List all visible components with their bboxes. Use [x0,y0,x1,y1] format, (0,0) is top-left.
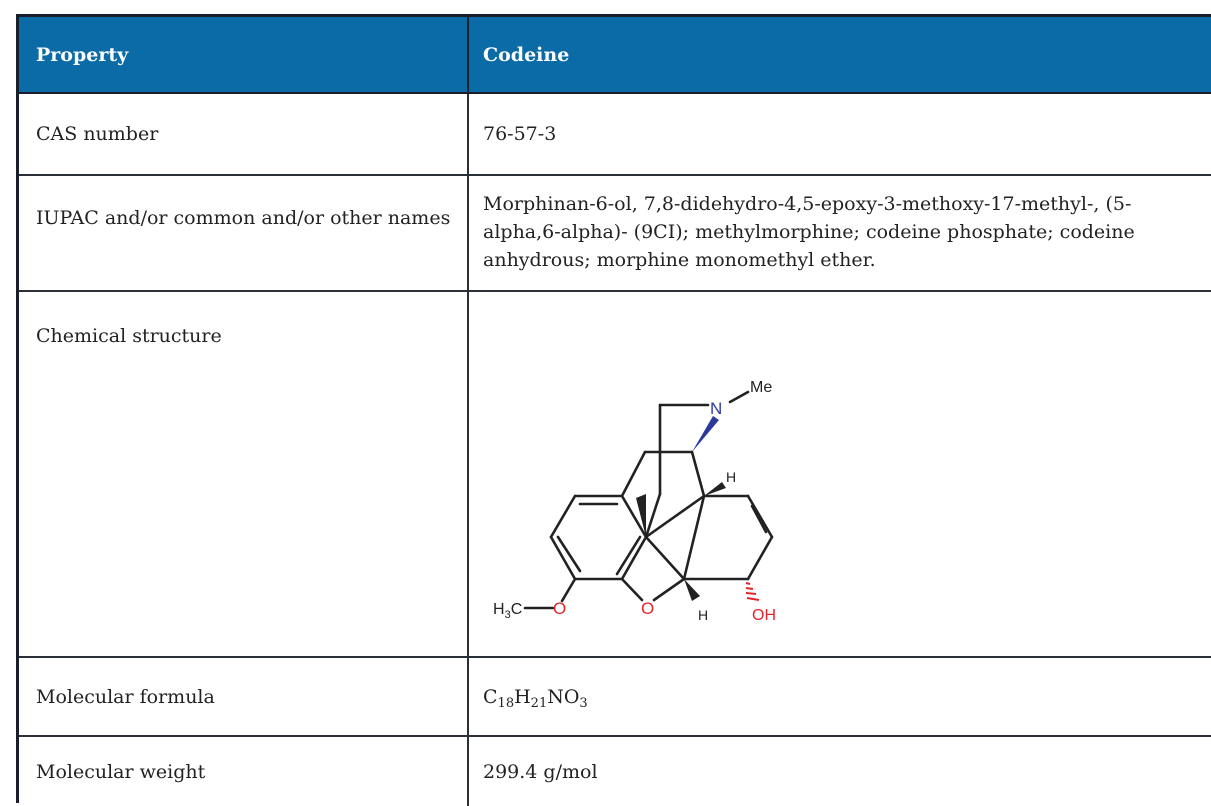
cas-value-text: 76-57-3 [483,123,557,145]
atom-o-ring: O [641,599,654,618]
formula-h-count: 21 [530,695,548,711]
h-top-wedge-bond [704,482,726,496]
names-label: IUPAC and/or common and/or other names [19,176,467,290]
names-value: Morphinan-6-ol, 7,8-didehydro-4,5-epoxy-… [469,176,1211,290]
atom-h3c: H3C [493,601,522,621]
h-bottom-wedge-bond [684,579,700,601]
names-label-text: IUPAC and/or common and/or other names [36,207,451,229]
header-compound: Codeine [469,17,1211,92]
table-header-row: Property Codeine [19,17,1211,94]
weight-label-text: Molecular weight [36,760,206,783]
formula-o-count: 3 [579,695,588,711]
structure-label: Chemical structure [19,292,467,656]
column-divider [467,292,469,656]
cas-label-text: CAS number [36,123,159,145]
structure-label-text: Chemical structure [36,325,222,347]
row-names: IUPAC and/or common and/or other names M… [19,176,1211,292]
formula-label: Molecular formula [19,658,467,735]
properties-table: Property Codeine CAS number 76-57-3 IUPA… [16,14,1211,806]
oh-hashed-bond [745,582,760,601]
header-compound-text: Codeine [483,43,570,66]
atom-h-top: H [726,469,736,485]
atom-h-bottom: H [698,607,708,623]
row-structure: Chemical structure [19,292,1211,658]
header-property-text: Property [36,43,129,66]
formula-value: C18H21NO3 [469,658,1211,735]
formula-c: C [483,685,498,708]
codeine-structure-diagram: N Me H H O O OH H3C [493,379,776,624]
atom-oh: OH [752,607,776,624]
formula-label-text: Molecular formula [36,685,215,708]
h3c-c: C [511,601,523,618]
column-divider [467,94,469,174]
h3c-h: H [493,601,505,618]
column-divider [467,17,469,92]
column-divider [467,737,469,806]
molecular-formula: C18H21NO3 [483,683,588,711]
weight-value-text: 299.4 g/mol [483,760,598,783]
atom-n: N [710,399,722,418]
row-weight: Molecular weight 299.4 g/mol [19,737,1211,806]
weight-value: 299.4 g/mol [469,737,1211,806]
column-divider [467,176,469,290]
weight-label: Molecular weight [19,737,467,806]
atom-me: Me [750,379,772,396]
row-formula: Molecular formula C18H21NO3 [19,658,1211,737]
structure-bonds [523,390,774,610]
bridge-wedge-bond [636,494,646,537]
formula-h: H [514,685,531,708]
row-cas-number: CAS number 76-57-3 [19,94,1211,176]
n-wedge-bond [692,416,719,452]
column-divider [467,658,469,735]
formula-no: NO [547,685,580,708]
names-value-text: Morphinan-6-ol, 7,8-didehydro-4,5-epoxy-… [483,193,1135,271]
header-property: Property [19,17,467,92]
cas-value: 76-57-3 [469,94,1211,174]
h3c-subscript: 3 [505,609,511,621]
cas-label: CAS number [19,94,467,174]
formula-c-count: 18 [497,695,515,711]
atom-o-methoxy: O [553,599,566,618]
